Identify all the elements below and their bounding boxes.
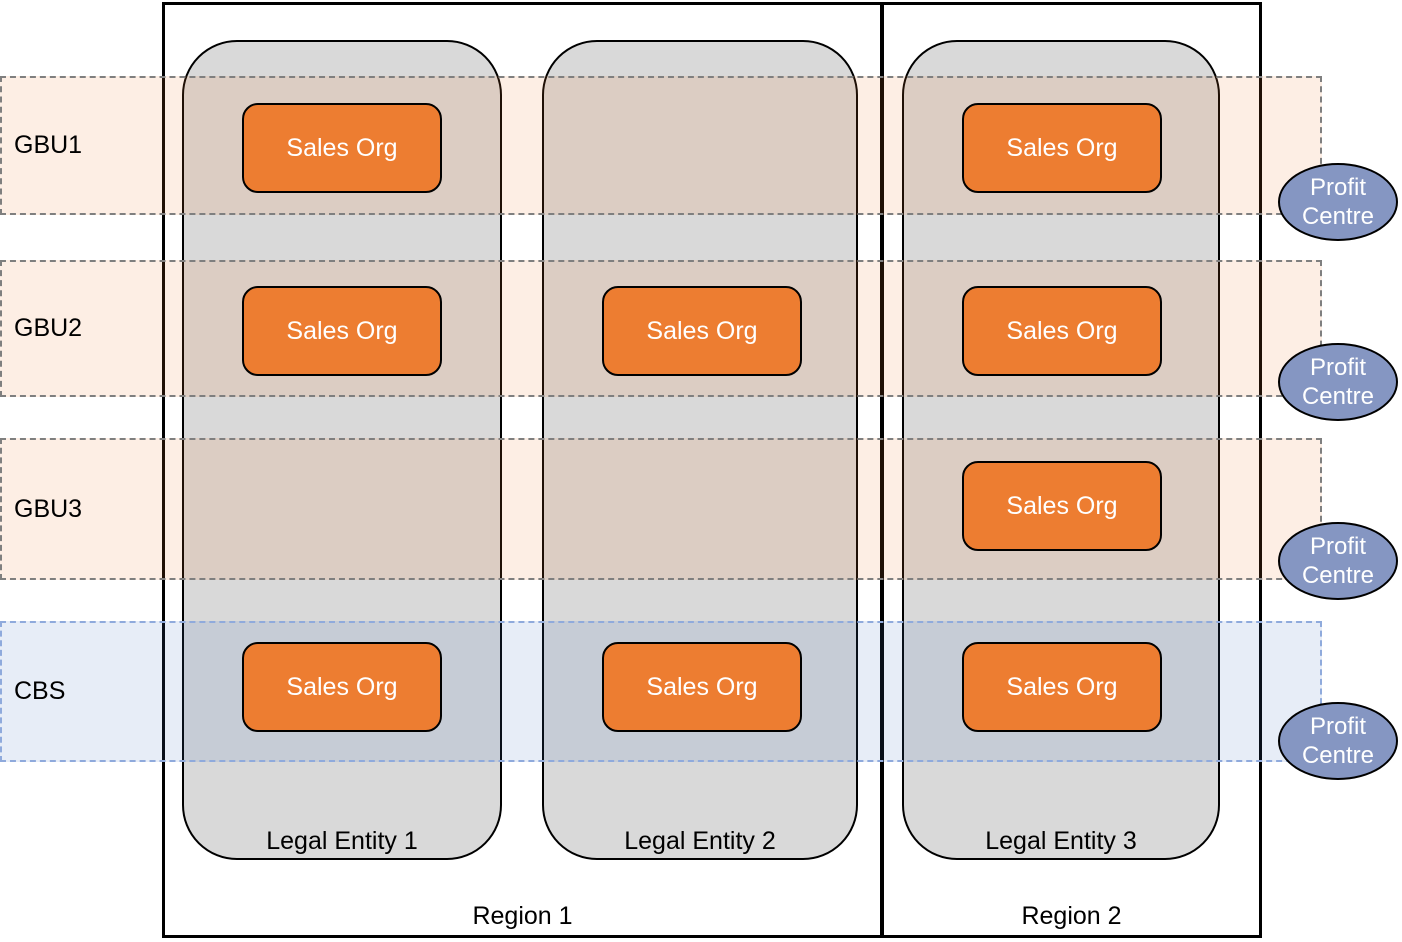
sales-org-label: Sales Org <box>646 316 758 345</box>
sales-org-label: Sales Org <box>286 133 398 162</box>
profit-centre-cbs: Profit Centre <box>1278 702 1398 780</box>
gbu1-band-label: GBU1 <box>14 131 83 159</box>
profit-centre-label-line1: Profit <box>1309 354 1366 381</box>
sales-org-label: Sales Org <box>1006 133 1118 162</box>
region-1-label: Region 1 <box>472 902 573 930</box>
sales-org-le3-gbu3: Sales Org <box>962 461 1162 551</box>
profit-centre-label-line2: Centre <box>1301 383 1375 410</box>
profit-centre-label-line2: Centre <box>1301 562 1375 589</box>
sales-org-le2-cbs: Sales Org <box>602 642 802 732</box>
profit-centre-label-line1: Profit <box>1309 533 1366 560</box>
sales-org-label: Sales Org <box>1006 491 1118 520</box>
gbu3-band-label: GBU3 <box>14 494 83 523</box>
cbs-band-label: CBS <box>14 677 66 705</box>
sales-org-le3-gbu2: Sales Org <box>962 286 1162 376</box>
sales-org-le3-cbs: Sales Org <box>962 642 1162 732</box>
profit-centre-gbu3: Profit Centre <box>1278 522 1398 600</box>
profit-centre-label-line2: Centre <box>1301 203 1375 230</box>
profit-centre-gbu1: Profit Centre <box>1278 163 1398 241</box>
sales-org-le3-gbu1: Sales Org <box>962 103 1162 193</box>
region-2-label: Region 2 <box>1021 902 1122 930</box>
legal-entity-1-label: Legal Entity 1 <box>266 827 418 855</box>
sales-org-label: Sales Org <box>646 672 758 701</box>
sales-org-le1-cbs: Sales Org <box>242 642 442 732</box>
gbu2-band-label: GBU2 <box>14 314 83 342</box>
profit-centre-label-line1: Profit <box>1309 174 1366 201</box>
sales-org-label: Sales Org <box>286 316 398 345</box>
sales-org-label: Sales Org <box>1006 316 1118 345</box>
sales-org-label: Sales Org <box>1006 672 1118 701</box>
sales-org-le1-gbu1: Sales Org <box>242 103 442 193</box>
sales-org-label: Sales Org <box>286 672 398 701</box>
profit-centre-label-line1: Profit <box>1309 713 1366 740</box>
profit-centre-gbu2: Profit Centre <box>1278 343 1398 421</box>
profit-centre-label-line2: Centre <box>1301 742 1375 769</box>
sales-org-le1-gbu2: Sales Org <box>242 286 442 376</box>
sales-org-le2-gbu2: Sales Org <box>602 286 802 376</box>
legal-entity-2-label: Legal Entity 2 <box>624 827 776 855</box>
legal-entity-3-label: Legal Entity 3 <box>985 827 1137 855</box>
